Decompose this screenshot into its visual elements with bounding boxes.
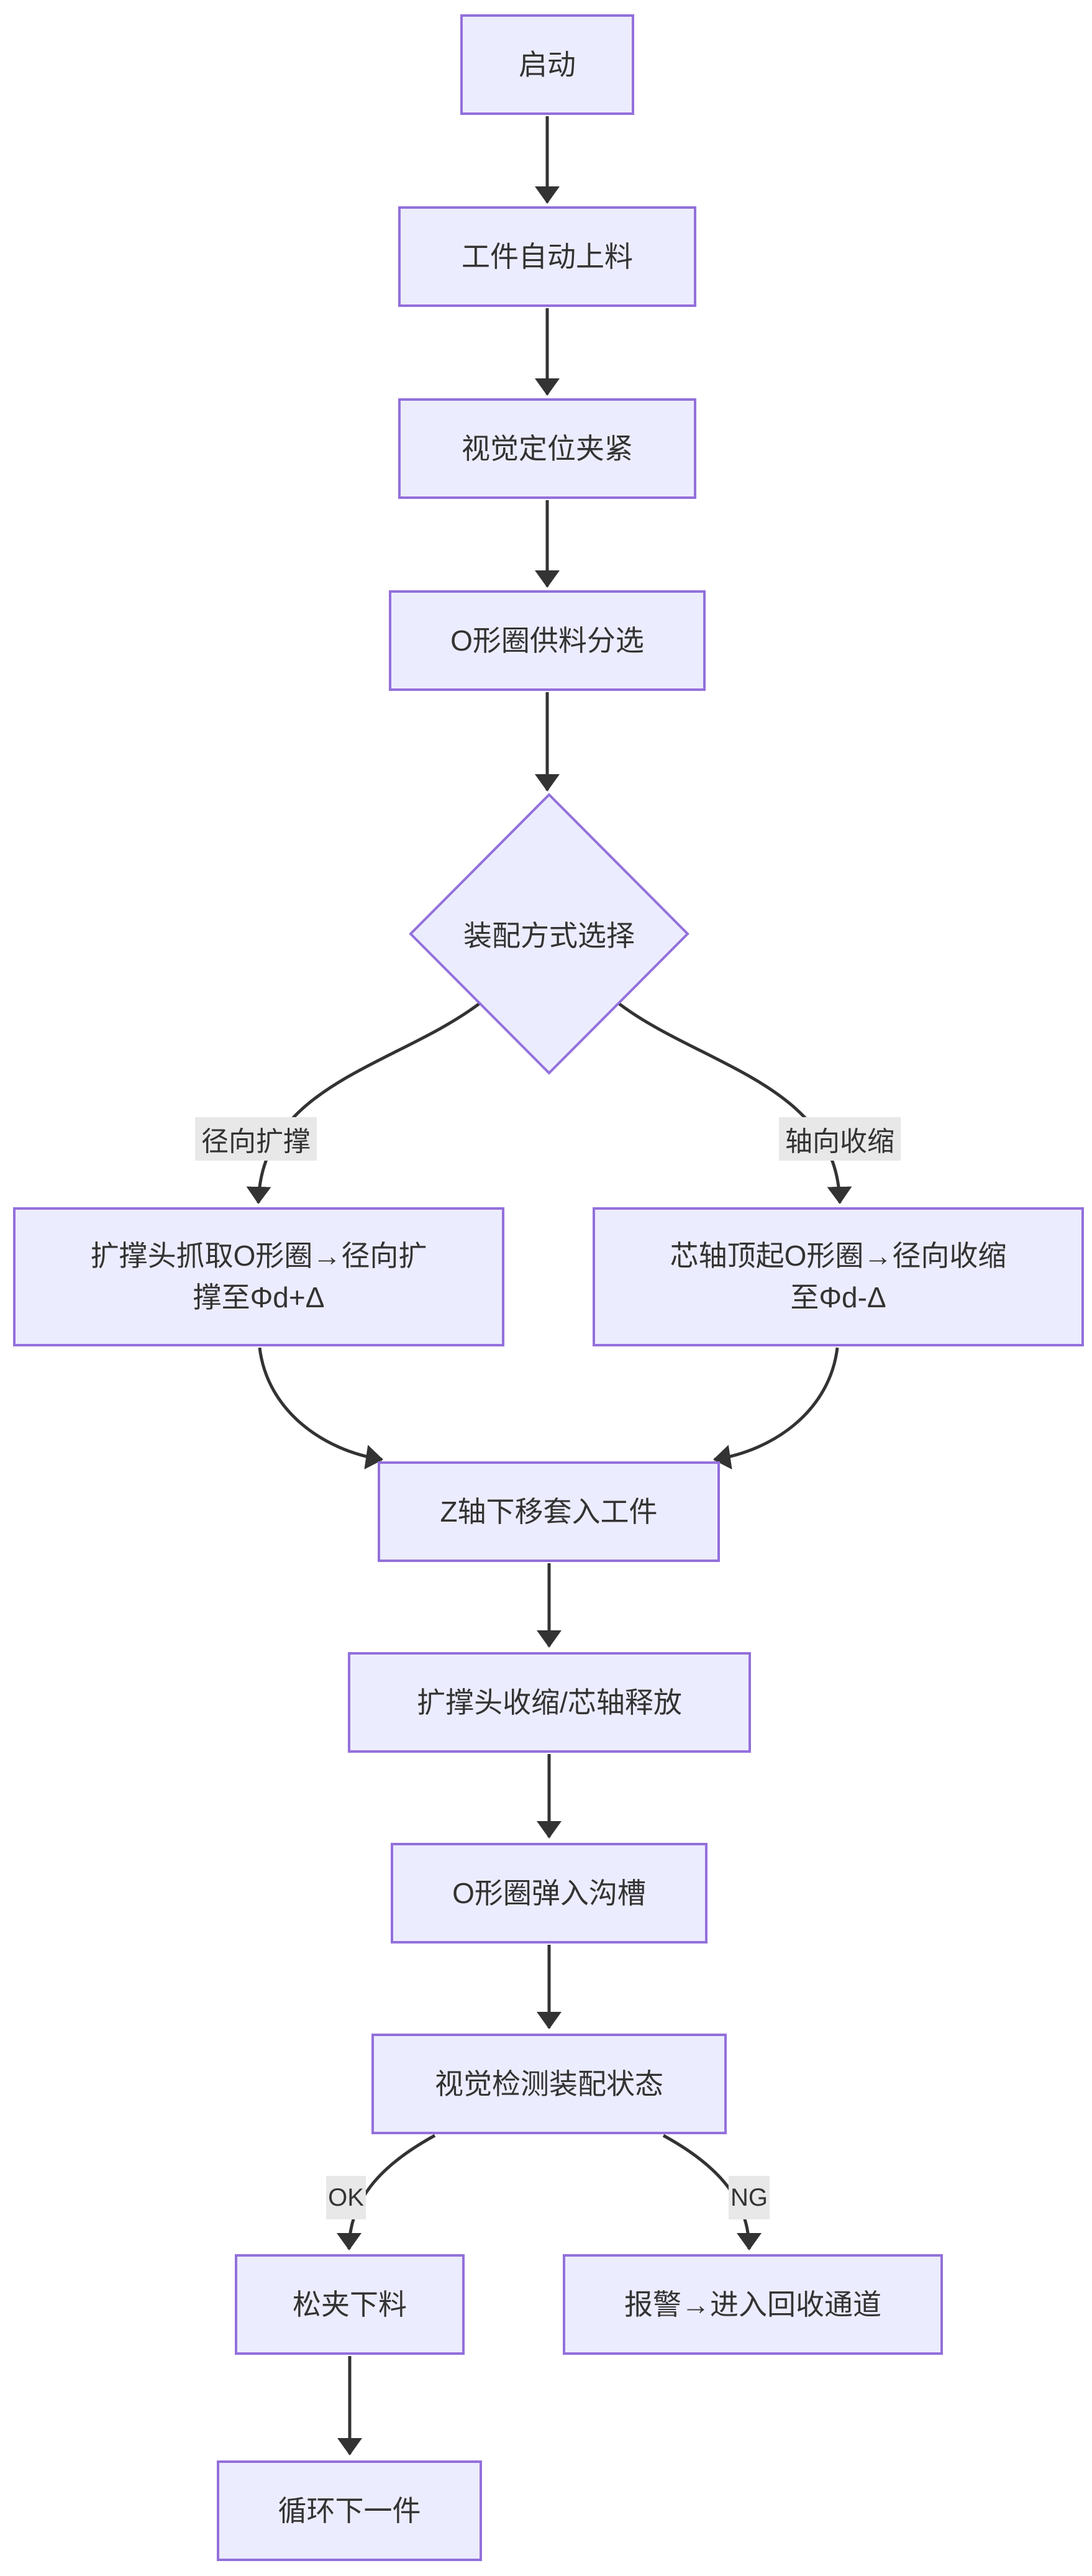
node-axial-shrink: 芯轴顶起O形圈→径向收缩 至Φd-Δ [593, 1207, 1084, 1346]
node-radial-expand-line1: 扩撑头抓取O形圈→径向扩 [90, 1240, 427, 1272]
node-oring-feed: O形圈供料分选 [389, 590, 706, 691]
edge-label-ng-text: NG [730, 2183, 768, 2211]
node-cycle-next-label: 循环下一件 [278, 2494, 421, 2527]
node-decision-label-box: 装配方式选择 [456, 912, 642, 956]
node-vision-inspect: 视觉检测装配状态 [371, 2034, 727, 2134]
node-release-label: 扩撑头收缩/芯轴释放 [417, 1686, 682, 1719]
edge-label-radial-expand: 径向扩撑 [195, 1117, 317, 1161]
node-radial-expand: 扩撑头抓取O形圈→径向扩 撑至Φd+Δ [13, 1207, 504, 1346]
node-z-insert: Z轴下移套入工件 [378, 1461, 720, 1562]
node-unclamp-unload: 松夹下料 [235, 2254, 465, 2355]
edge-decision-to-shrink [617, 1002, 852, 1204]
edge-shrink-to-insert [713, 1347, 839, 1470]
node-vision-inspect-label: 视觉检测装配状态 [435, 2067, 663, 2100]
node-z-insert-label: Z轴下移套入工件 [440, 1495, 658, 1528]
edge-label-axial-shrink-text: 轴向收缩 [785, 1126, 894, 1157]
node-cycle-next: 循环下一件 [217, 2460, 482, 2561]
edge-label-ok-text: OK [328, 2183, 364, 2211]
edge-label-radial-expand-text: 径向扩撑 [201, 1126, 311, 1157]
node-vision-clamp: 视觉定位夹紧 [398, 398, 696, 499]
node-axial-shrink-line1: 芯轴顶起O形圈→径向收缩 [670, 1240, 1007, 1272]
node-axial-shrink-line2: 至Φd-Δ [790, 1281, 886, 1313]
node-auto-load: 工件自动上料 [398, 206, 696, 307]
node-decision-label: 装配方式选择 [463, 920, 635, 952]
node-alarm-recycle: 报警→进入回收通道 [563, 2254, 943, 2355]
edge-expand-to-insert [258, 1347, 383, 1469]
node-release: 扩撑头收缩/芯轴释放 [348, 1652, 751, 1753]
decision-diamond-shape [409, 793, 689, 1075]
node-snap-groove-label: O形圈弹入沟槽 [452, 1876, 646, 1909]
edge-inspect-ok-to-unload [337, 2134, 436, 2250]
edge-inspect-ng-to-alarm [662, 2134, 762, 2250]
node-alarm-recycle-label: 报警→进入回收通道 [624, 2288, 881, 2321]
edge-label-ok: OK [326, 2176, 366, 2219]
edge-decision-to-expand [246, 1002, 481, 1204]
node-auto-load-label: 工件自动上料 [462, 240, 633, 273]
node-snap-groove: O形圈弹入沟槽 [391, 1843, 708, 1943]
node-unclamp-unload-label: 松夹下料 [293, 2288, 407, 2321]
edge-label-ng: NG [729, 2176, 770, 2219]
node-oring-feed-label: O形圈供料分选 [450, 624, 644, 657]
node-vision-clamp-label: 视觉定位夹紧 [462, 432, 633, 465]
node-radial-expand-line2: 撑至Φd+Δ [193, 1281, 325, 1313]
edge-label-axial-shrink: 轴向收缩 [779, 1117, 901, 1161]
node-start-label: 启动 [519, 48, 576, 81]
node-start: 启动 [460, 14, 634, 115]
